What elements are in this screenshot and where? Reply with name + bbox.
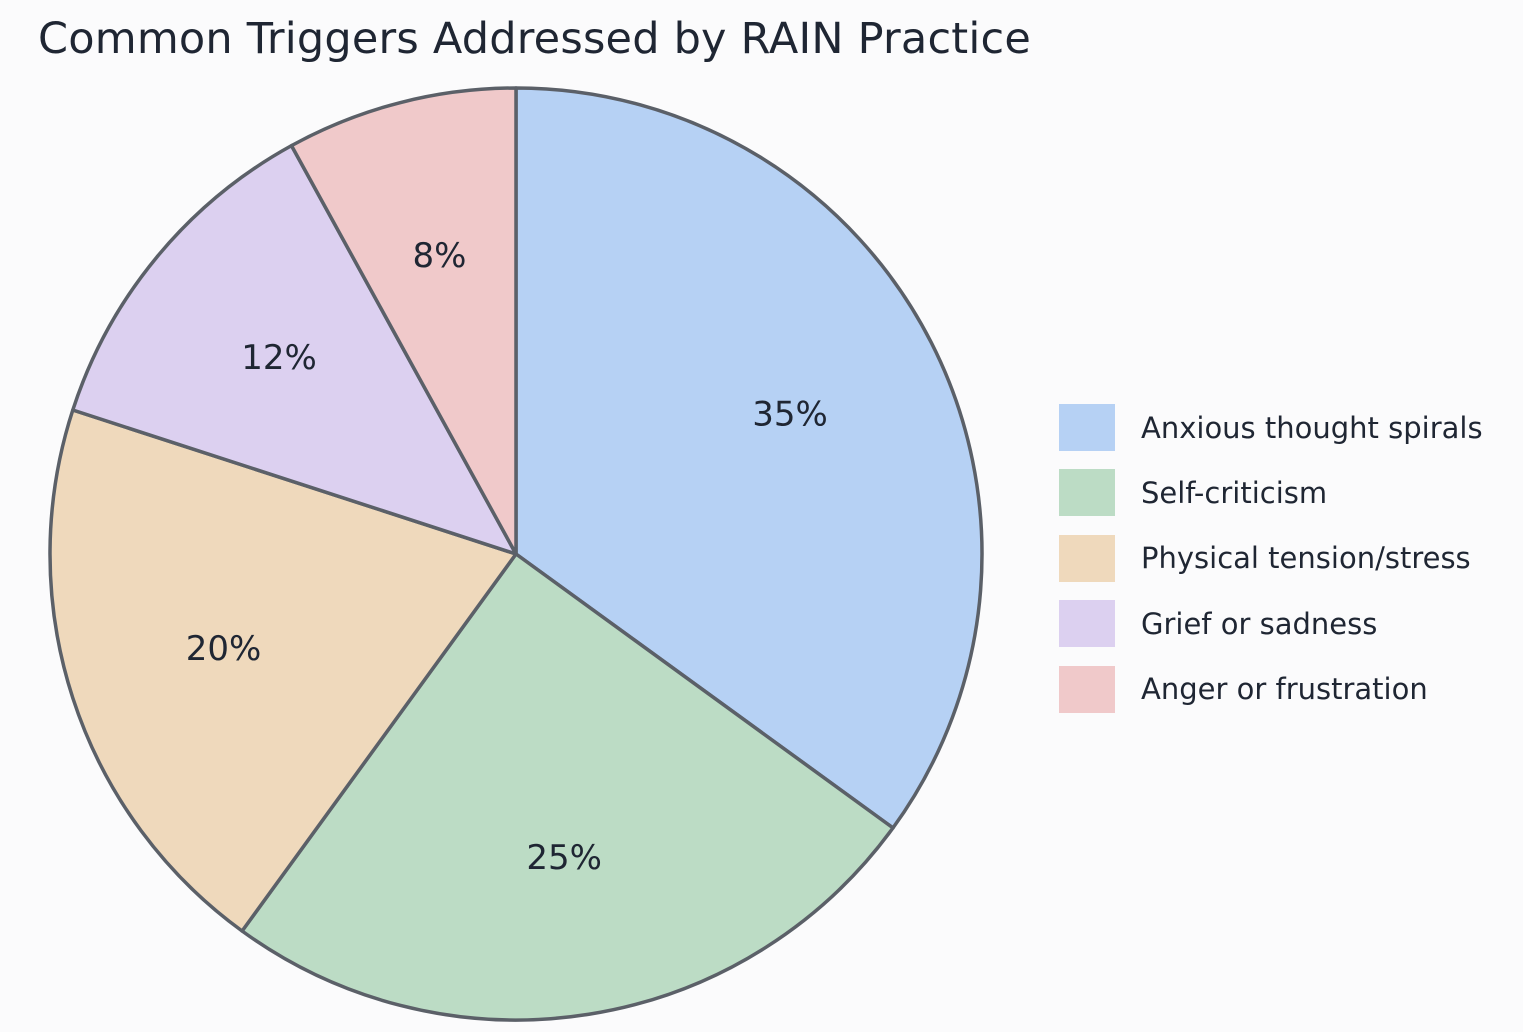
legend-label: Physical tension/stress bbox=[1141, 541, 1471, 576]
pie-slice-physical-tension-stress bbox=[48, 408, 518, 933]
legend-item: Grief or sadness bbox=[1059, 600, 1483, 648]
pie-slice-anger-or-frustration bbox=[289, 86, 518, 556]
slice-label-grief-or-sadness: 12% bbox=[241, 338, 317, 378]
chart-legend: Anxious thought spirals Self-criticism P… bbox=[1059, 404, 1483, 731]
legend-swatch bbox=[1059, 600, 1115, 648]
slice-label-self-criticism: 25% bbox=[526, 838, 602, 878]
legend-swatch bbox=[1059, 469, 1115, 517]
pie-slice-self-criticism bbox=[240, 552, 895, 1022]
chart-title: Common Triggers Addressed by RAIN Practi… bbox=[38, 14, 1031, 64]
pie-slice-anxious-thought-spirals bbox=[514, 86, 984, 830]
legend-swatch bbox=[1059, 404, 1115, 451]
slice-label-anxious-thought-spirals: 35% bbox=[752, 394, 828, 434]
legend-item: Anger or frustration bbox=[1059, 665, 1483, 713]
legend-label: Self-criticism bbox=[1141, 475, 1328, 510]
slice-label-physical-tension-stress: 20% bbox=[186, 629, 262, 669]
pie-slice-grief-or-sadness bbox=[71, 143, 518, 556]
slice-label-anger-or-frustration: 8% bbox=[413, 236, 467, 276]
legend-label: Anxious thought spirals bbox=[1141, 410, 1483, 445]
legend-item: Physical tension/stress bbox=[1059, 534, 1483, 582]
legend-item: Self-criticism bbox=[1059, 469, 1483, 517]
legend-label: Grief or sadness bbox=[1141, 606, 1378, 641]
legend-item: Anxious thought spirals bbox=[1059, 404, 1483, 451]
legend-label: Anger or frustration bbox=[1141, 672, 1428, 707]
legend-swatch bbox=[1059, 534, 1115, 582]
legend-swatch bbox=[1059, 665, 1115, 713]
